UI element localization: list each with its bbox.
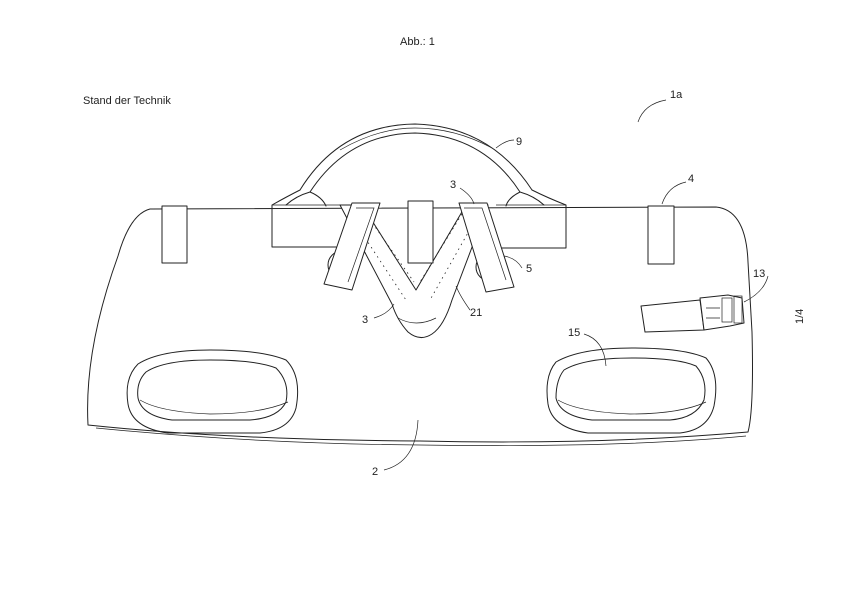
shoulder-strap-left <box>323 202 381 291</box>
shoulder-strap-right <box>458 202 515 293</box>
label-3-bottom: 3 <box>362 314 368 326</box>
board-body <box>87 206 753 446</box>
leader-lines <box>373 99 769 471</box>
label-2: 2 <box>372 466 378 478</box>
label-15: 15 <box>568 327 580 339</box>
label-1a: 1a <box>670 89 683 101</box>
label-4: 4 <box>688 173 694 185</box>
hand-grip-right <box>546 347 717 434</box>
carrying-handle <box>271 123 567 249</box>
side-buckle <box>640 294 745 333</box>
sheet-number: 1/4 <box>794 309 806 324</box>
label-21: 21 <box>470 307 482 319</box>
label-9: 9 <box>516 136 522 148</box>
label-3-top: 3 <box>450 179 456 191</box>
hand-grip-left <box>126 349 299 434</box>
reference-numerals: 1a 9 3 4 13 5 21 3 15 2 <box>362 89 765 478</box>
label-5: 5 <box>526 263 532 275</box>
caption-prior-art: Stand der Technik <box>83 95 171 107</box>
strap-right <box>647 205 675 265</box>
strap-left <box>161 205 188 264</box>
figure-title: Abb.: 1 <box>400 36 435 48</box>
label-13: 13 <box>753 268 765 280</box>
